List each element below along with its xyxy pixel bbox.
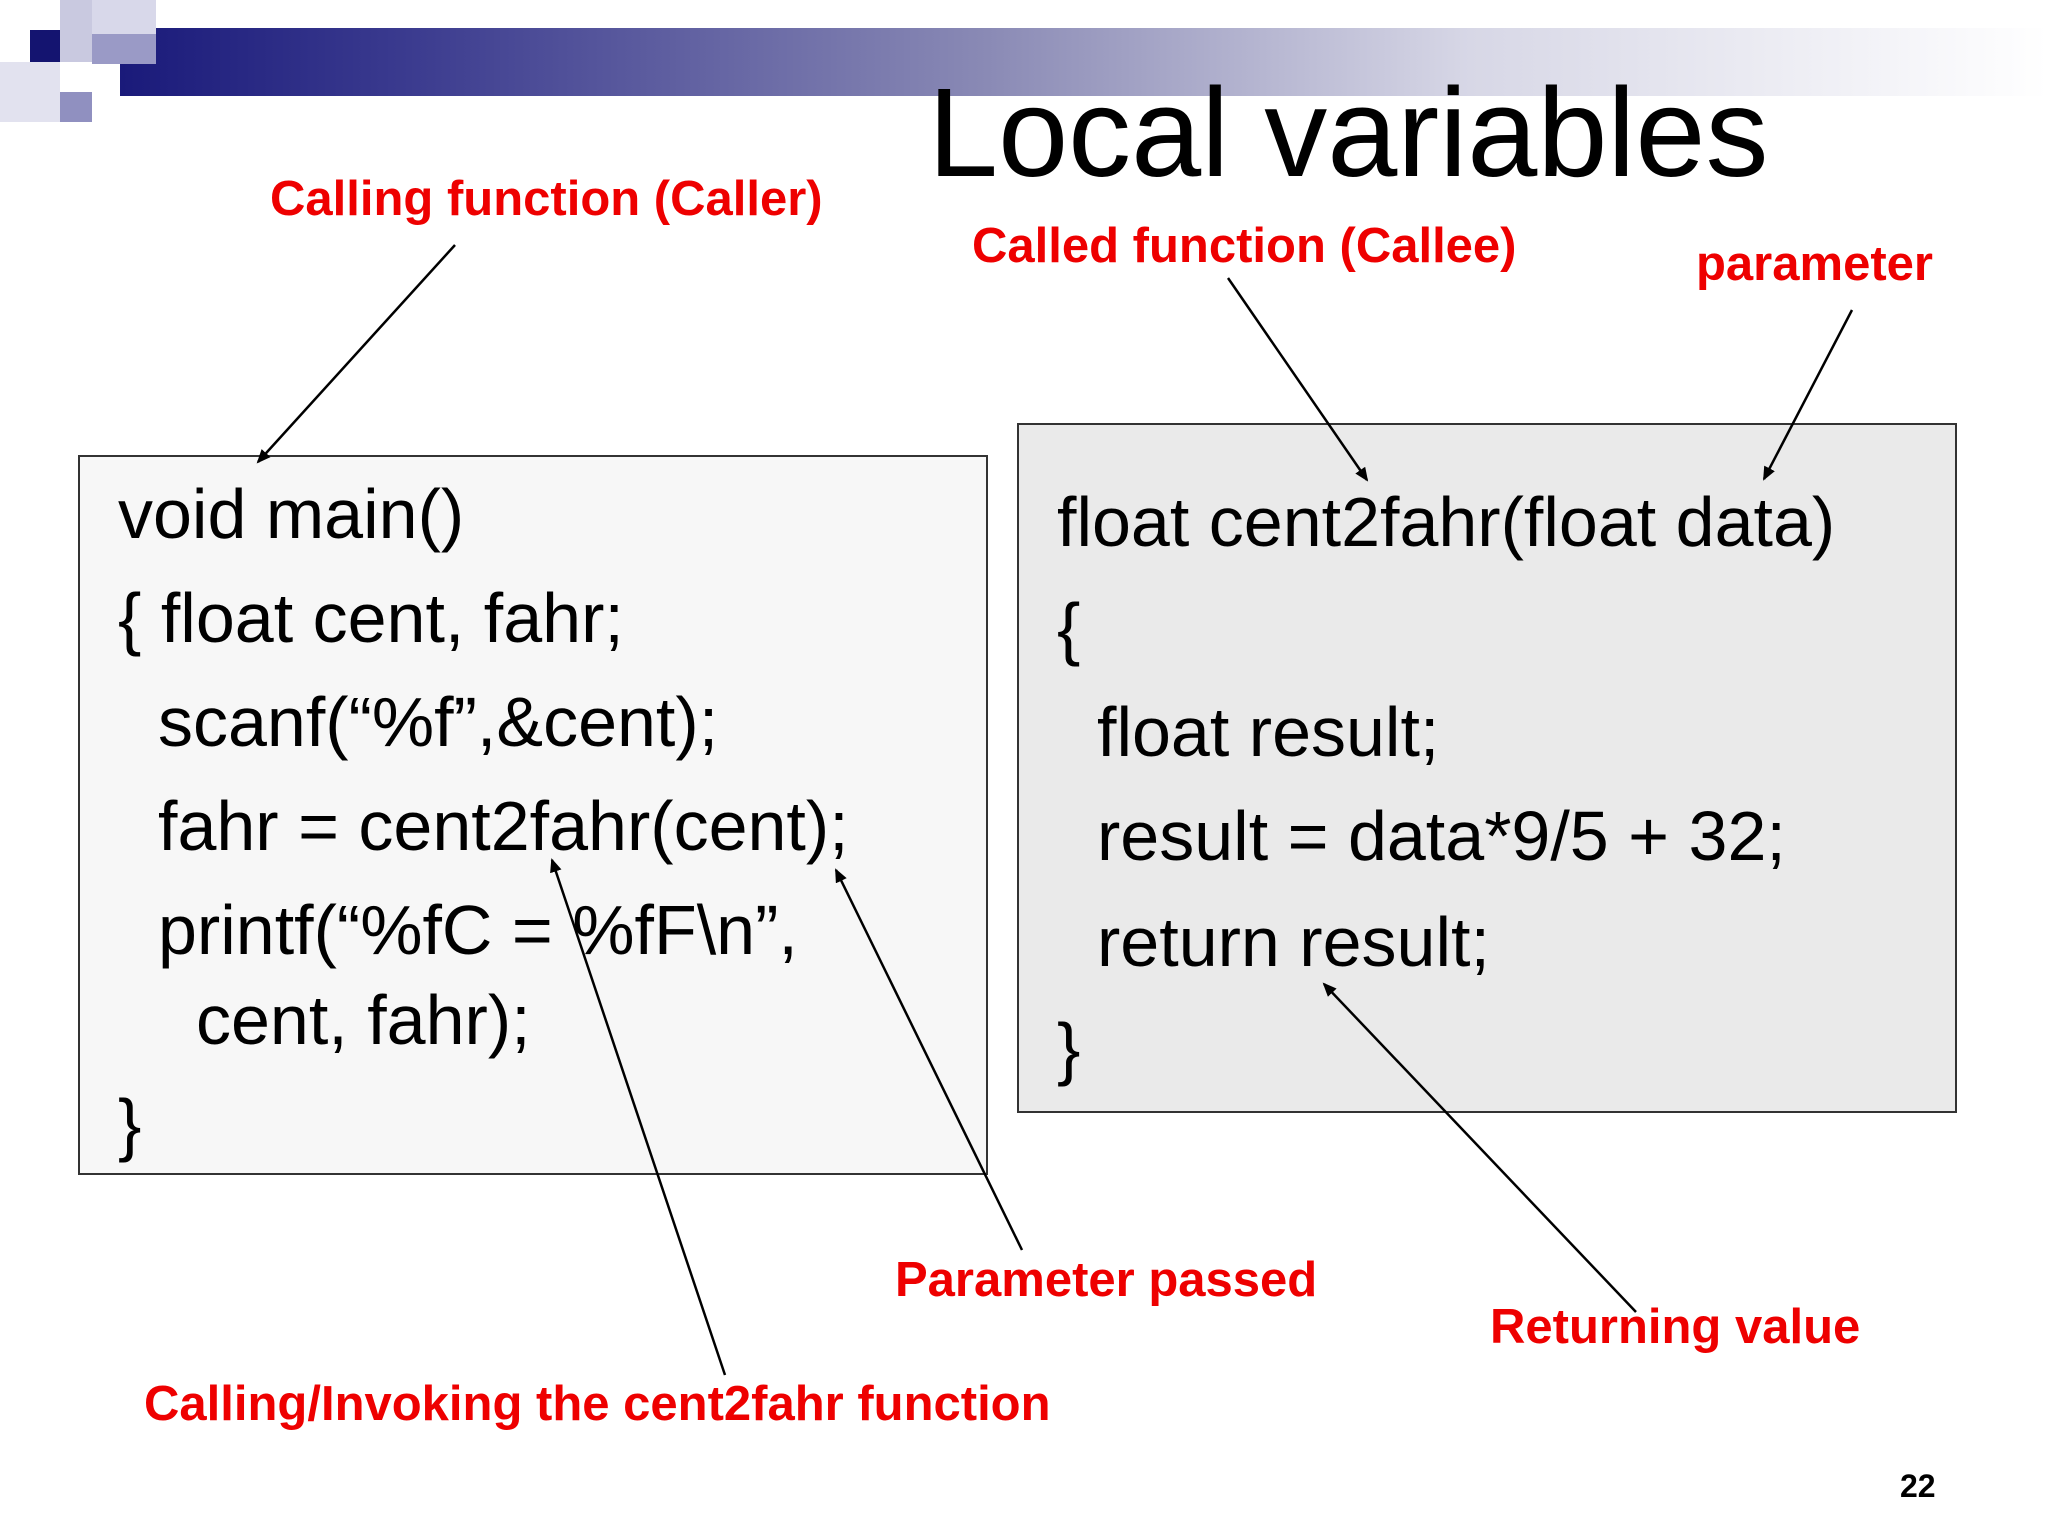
code-line: result = data*9/5 + 32;: [1097, 797, 1786, 875]
code-line: {: [1057, 589, 1081, 667]
decor-square: [60, 92, 92, 122]
callee-code-box: float cent2fahr(float data) { float resu…: [1017, 423, 1957, 1113]
label-parameter-passed: Parameter passed: [895, 1253, 1318, 1307]
code-line: }: [1057, 1009, 1081, 1087]
code-line: float cent2fahr(float data): [1057, 483, 1836, 561]
decor-square: [60, 0, 92, 62]
code-line: printf(“%fC = %fF\n”,: [158, 891, 798, 969]
code-line: float result;: [1097, 693, 1440, 771]
label-invoking-function: Calling/Invoking the cent2fahr function: [144, 1377, 1051, 1431]
code-line: { float cent, fahr;: [118, 579, 624, 657]
page-number: 22: [1900, 1468, 1936, 1504]
caller-code-box: void main() { float cent, fahr; scanf(“%…: [78, 455, 988, 1175]
code-line: cent, fahr);: [196, 981, 531, 1059]
label-parameter: parameter: [1696, 237, 1933, 291]
decor-square: [92, 0, 156, 34]
label-returning-value: Returning value: [1490, 1300, 1861, 1354]
code-line: return result;: [1097, 903, 1490, 981]
code-line: fahr = cent2fahr(cent);: [158, 787, 849, 865]
label-called-function: Called function (Callee): [972, 219, 1517, 273]
code-line: void main(): [118, 475, 465, 553]
label-calling-function: Calling function (Caller): [270, 172, 823, 226]
code-line: }: [118, 1085, 142, 1163]
decor-square: [0, 62, 60, 122]
slide-title: Local variables: [928, 62, 1769, 203]
header-banner: [120, 28, 2048, 96]
arrow-caller: [256, 244, 456, 464]
decor-square: [92, 34, 156, 64]
decor-square: [30, 30, 62, 62]
code-line: scanf(“%f”,&cent);: [158, 683, 719, 761]
